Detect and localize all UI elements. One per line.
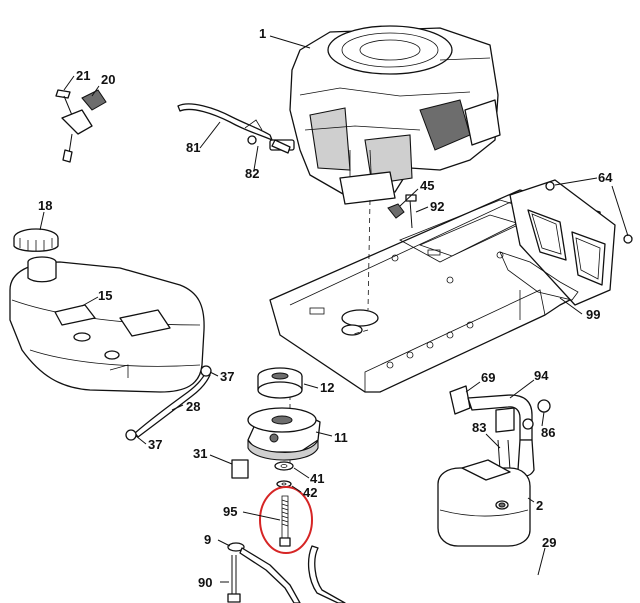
fuel-tank-part (9, 256, 205, 393)
callout-nut-86: 86 (541, 425, 555, 440)
gasket-99-part (499, 251, 579, 301)
callout-guard-29: 29 (542, 535, 556, 550)
fuel-hose-part (125, 365, 212, 441)
callout-bolt-90: 90 (198, 575, 212, 590)
callout-gas-cap-18: 18 (38, 198, 52, 213)
callout-washer-41: 41 (310, 471, 324, 486)
callout-bolt-95: 95 (223, 504, 237, 519)
callout-gasket-99: 99 (586, 307, 600, 322)
callout-cap-20: 20 (101, 72, 115, 87)
callout-screw-92: 92 (430, 199, 444, 214)
callout-bolt-83: 83 (472, 420, 486, 435)
callout-labels: 1 21 20 81 82 45 92 64 18 15 99 37 12 28… (38, 26, 613, 590)
callout-muffler-2: 2 (536, 498, 543, 513)
callout-fuel-tank-15: 15 (98, 288, 112, 303)
bolt-45-part (387, 194, 417, 229)
callout-spring-31: 31 (193, 446, 207, 461)
callout-clamp-37a: 37 (220, 369, 234, 384)
pulley-part (257, 367, 303, 399)
bolt-64-part (545, 181, 633, 244)
fuel-line-part (177, 103, 291, 154)
frame-part (269, 179, 616, 393)
dipstick-assembly (55, 89, 107, 163)
callout-pipe-94: 94 (534, 368, 549, 383)
bolt-95-part (279, 495, 291, 547)
exhaust-pipe-part (449, 385, 551, 477)
callout-bolt-45: 45 (420, 178, 434, 193)
clutch-part (247, 407, 321, 461)
callout-engine: 1 (259, 26, 266, 41)
callout-bolt-64: 64 (598, 170, 613, 185)
spring-part (231, 459, 249, 479)
washers-part (274, 461, 294, 488)
engine-part (269, 25, 501, 205)
callout-rod-9: 9 (204, 532, 211, 547)
callout-washer-42: 42 (303, 485, 317, 500)
callout-pulley-12: 12 (320, 380, 334, 395)
gas-cap-part (13, 228, 59, 252)
callout-fitting-82: 82 (245, 166, 259, 181)
callout-clutch-11: 11 (334, 430, 348, 445)
highlight-circle (259, 486, 313, 554)
leader-lines (39, 35, 629, 583)
rod-part (227, 542, 346, 603)
callout-bolt-21: 21 (76, 68, 90, 83)
callout-clamp-37b: 37 (148, 437, 162, 452)
bolt-90-part (227, 555, 241, 603)
callout-gasket-69: 69 (481, 370, 495, 385)
callout-fuel-line-81: 81 (186, 140, 200, 155)
callout-hose-28: 28 (186, 399, 200, 414)
muffler-part (437, 459, 531, 547)
